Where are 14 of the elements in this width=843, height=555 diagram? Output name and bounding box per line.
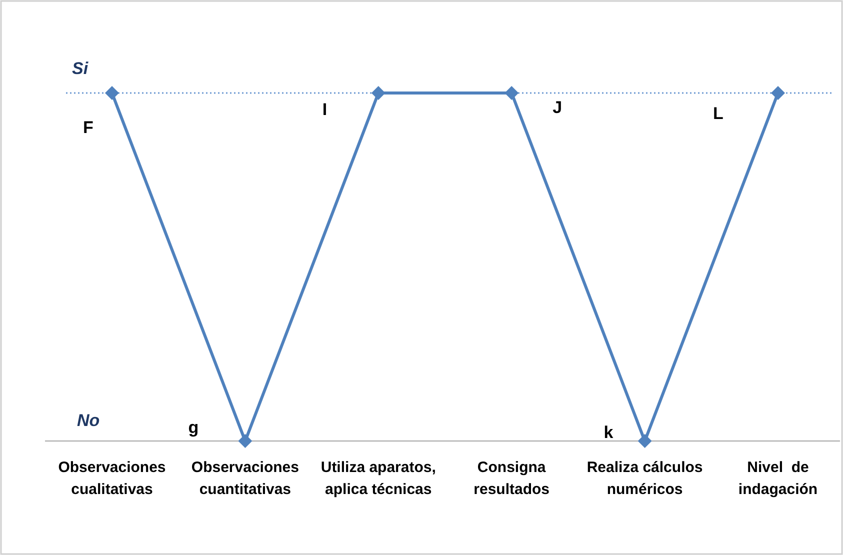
point-label: g	[188, 419, 199, 436]
point-label: L	[713, 105, 724, 122]
category-label: Observaciones cuantitativas	[190, 458, 300, 500]
category-label: Realiza cálculos numéricos	[586, 458, 704, 500]
axis-level-label: No	[77, 412, 100, 429]
axis-level-label: Si	[72, 60, 88, 77]
point-label: I	[322, 101, 328, 118]
category-label: Utiliza aparatos, aplica técnicas	[320, 458, 437, 500]
point-label: k	[604, 424, 614, 441]
category-label: Observaciones cualitativas	[57, 458, 167, 500]
point-label: J	[552, 99, 562, 116]
point-label: F	[83, 119, 94, 136]
category-label: Consigna resultados	[472, 458, 551, 500]
category-label: Nivel de indagación	[737, 458, 819, 500]
